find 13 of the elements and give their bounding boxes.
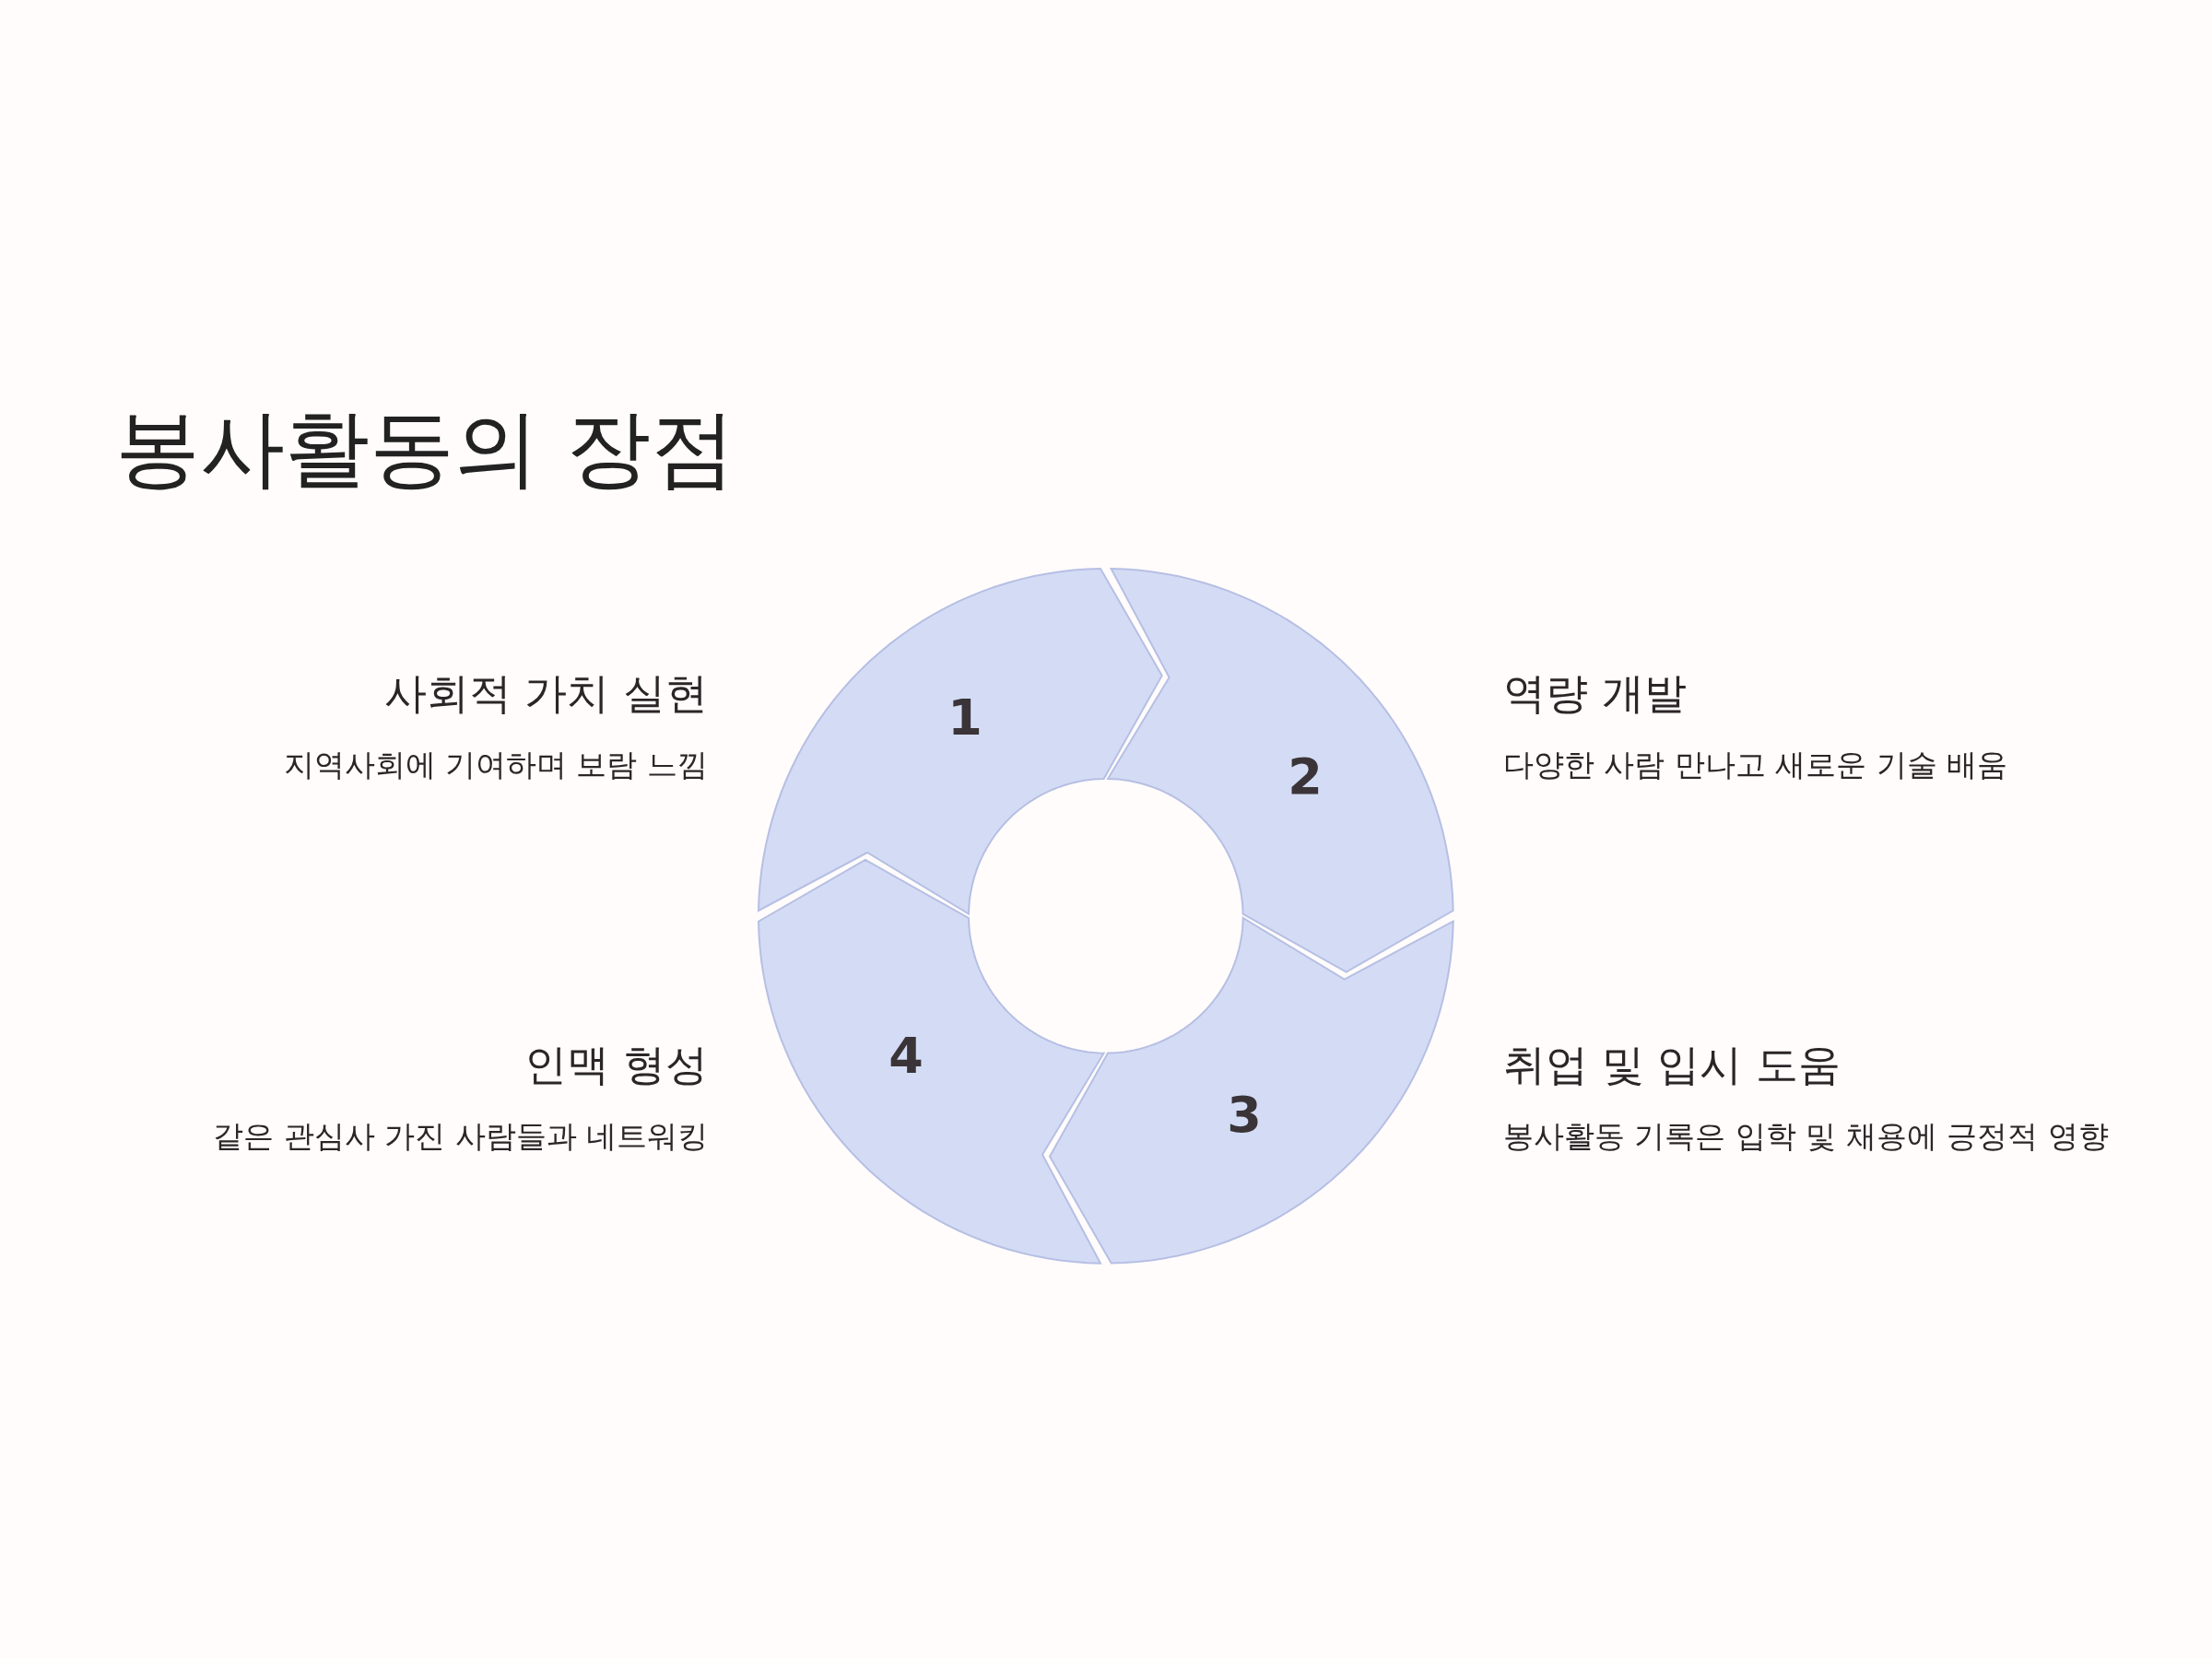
step-description: 지역사회에 기여하며 보람 느낌	[283, 746, 708, 784]
step-heading: 인맥 형성	[524, 1039, 708, 1091]
title: 봉사활동의 장점	[115, 398, 736, 500]
step-number: 1	[947, 688, 982, 747]
step-description: 다양한 사람 만나고 새로운 기술 배움	[1503, 746, 2008, 784]
step-heading: 취업 및 입시 도움	[1503, 1039, 1841, 1091]
step-number: 4	[888, 1026, 924, 1085]
step-heading: 사회적 가치 실현	[383, 667, 708, 720]
step-heading: 역량 개발	[1503, 667, 1687, 720]
step-description: 같은 관심사 가진 사람들과 네트워킹	[213, 1117, 708, 1156]
step-number: 3	[1227, 1085, 1262, 1144]
step-description: 봉사활동 기록은 입학 및 채용에 긍정적 영향	[1503, 1117, 2109, 1156]
step-number: 2	[1288, 747, 1323, 806]
